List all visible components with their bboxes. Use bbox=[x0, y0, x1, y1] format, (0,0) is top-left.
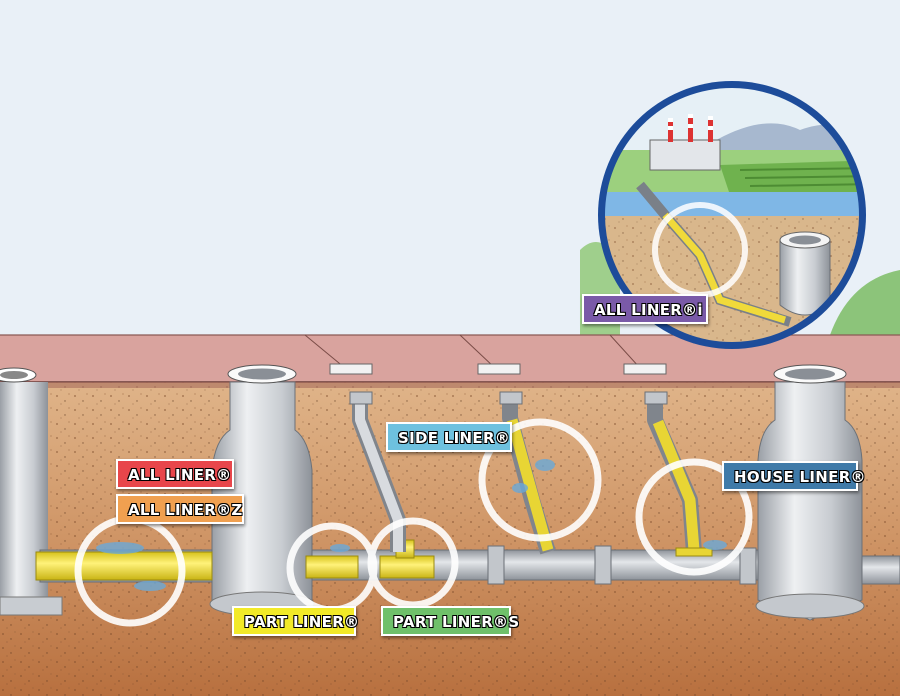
label-side-liner: SIDE LINER® bbox=[386, 422, 512, 452]
label-house-liner: HOUSE LINER® bbox=[722, 461, 866, 491]
leak-spots bbox=[96, 459, 727, 591]
label-part-liner: PART LINER® bbox=[232, 606, 359, 636]
road-surface bbox=[0, 335, 900, 382]
label-all-liner-i: ALL LINER®i bbox=[582, 294, 708, 324]
label-all-liner: ALL LINER® bbox=[116, 459, 234, 489]
lateral-pipes bbox=[349, 391, 713, 557]
label-part-liner-s: PART LINER®S bbox=[381, 606, 519, 636]
hill bbox=[830, 270, 900, 335]
manhole-right bbox=[755, 364, 865, 621]
highlight-rings bbox=[74, 418, 753, 627]
label-all-liner-z: ALL LINER®Z bbox=[116, 494, 244, 524]
